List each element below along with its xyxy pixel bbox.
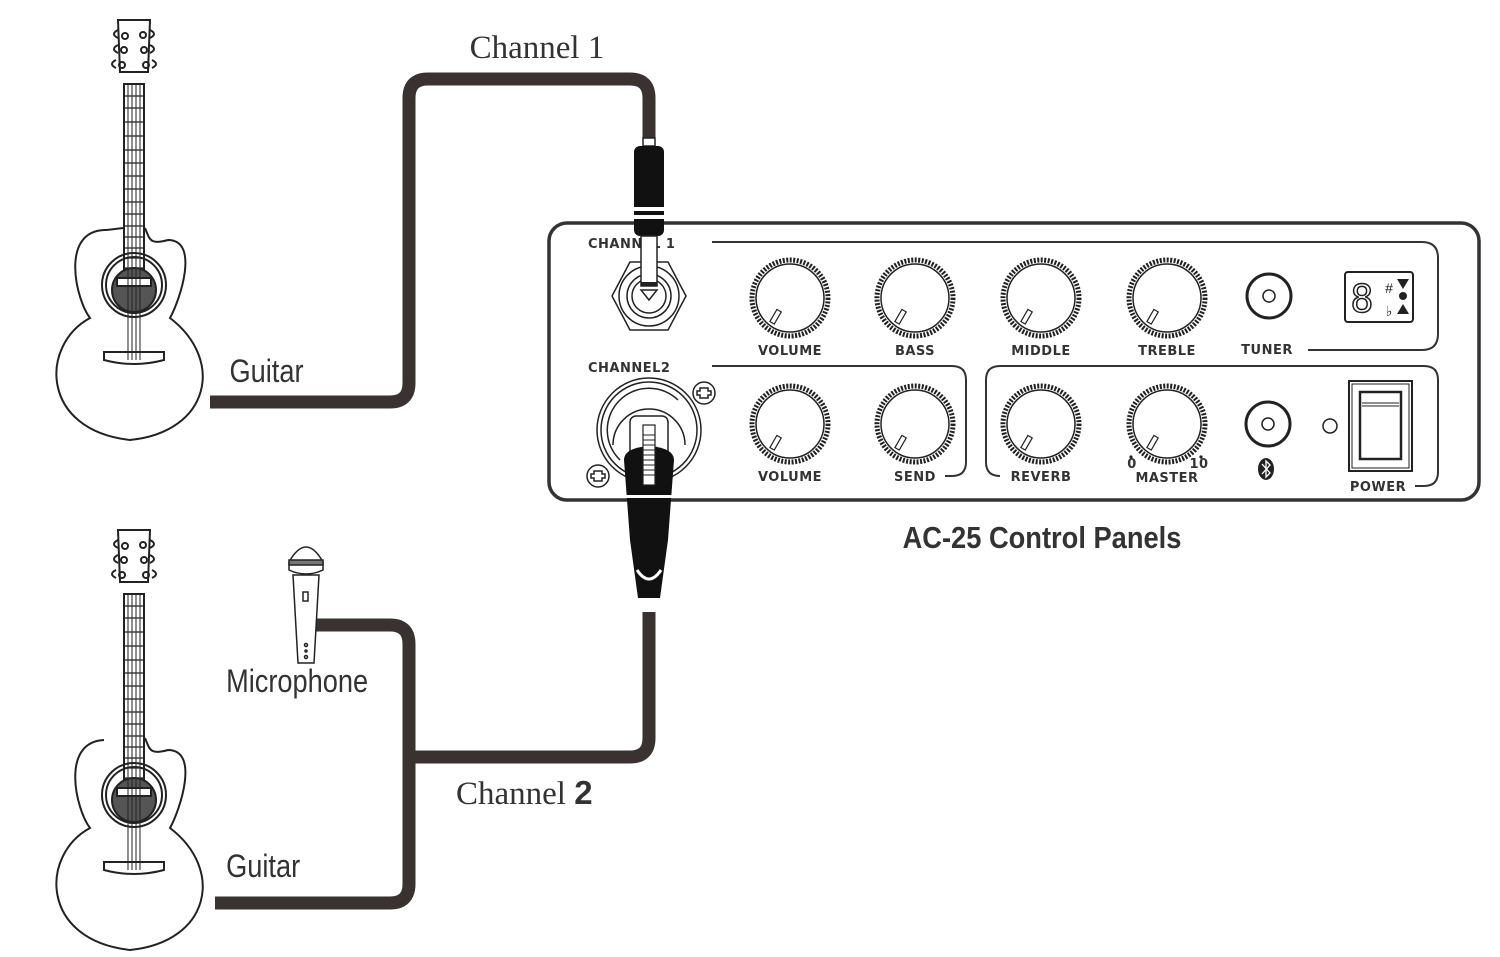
channel2-cable-label: Channel 2 xyxy=(456,774,593,812)
tuner-button[interactable] xyxy=(1245,272,1293,320)
knob-pointer xyxy=(1146,308,1160,325)
xlr-plug xyxy=(620,424,678,598)
middle-label: MIDDLE xyxy=(1011,344,1071,359)
bass-label: BASS xyxy=(895,344,935,359)
master-scale-min: 0 xyxy=(1127,457,1137,472)
send-label: SEND xyxy=(894,470,936,485)
in-tune-indicator-icon xyxy=(1399,292,1407,300)
microphone-label: Microphone xyxy=(226,664,368,700)
tuner-display: 8 # ♭ xyxy=(1344,271,1414,323)
master-knob[interactable]: MASTER xyxy=(1126,383,1208,486)
cable-channel2 xyxy=(215,612,656,910)
ch2-volume-knob[interactable]: VOLUME xyxy=(749,383,831,485)
ch1-volume-label: VOLUME xyxy=(758,344,822,359)
send-knob[interactable]: SEND xyxy=(874,383,956,485)
knob-pointer xyxy=(1020,308,1034,325)
sharp-indicator-icon xyxy=(1397,279,1409,289)
knob-pointer xyxy=(894,434,908,451)
reverb-label: REVERB xyxy=(1011,470,1072,485)
knob-pointer xyxy=(1146,434,1160,451)
sharp-symbol: # xyxy=(1385,280,1393,296)
tuner-digit: 8 xyxy=(1351,277,1374,321)
knob-pointer xyxy=(894,308,908,325)
knob-pointer xyxy=(769,434,783,451)
treble-knob[interactable]: TREBLE xyxy=(1126,257,1208,359)
power-label: POWER xyxy=(1350,480,1406,495)
power-switch[interactable] xyxy=(1348,380,1413,472)
bass-knob[interactable]: BASS xyxy=(874,257,956,359)
guitar-bottom-illustration xyxy=(55,529,204,952)
channel2-label: CHANNEL2 xyxy=(588,361,670,376)
treble-label: TREBLE xyxy=(1138,344,1196,359)
flat-symbol: ♭ xyxy=(1386,303,1393,319)
bluetooth-button[interactable] xyxy=(1244,400,1292,448)
power-led xyxy=(1322,418,1338,434)
master-label: MASTER xyxy=(1135,471,1198,486)
quarter-inch-plug xyxy=(634,137,664,302)
reverb-knob[interactable]: REVERB xyxy=(1000,383,1082,485)
flat-indicator-icon xyxy=(1397,304,1409,314)
guitar-bottom-label: Guitar xyxy=(226,849,300,885)
guitar-top-label: Guitar xyxy=(230,354,304,390)
channel1-cable-label: Channel 1 xyxy=(470,30,605,66)
ch2-volume-label: VOLUME xyxy=(758,470,822,485)
ch1-volume-knob[interactable]: VOLUME xyxy=(749,257,831,359)
knobs-group: VOLUME BASS MIDDLE TREBLE VOLUME SEND REVERB MA… xyxy=(749,257,1208,486)
cable-channel1 xyxy=(210,72,656,409)
panel-title: AC-25 Control Panels xyxy=(903,521,1182,555)
microphone-illustration xyxy=(288,546,324,664)
middle-knob[interactable]: MIDDLE xyxy=(1000,257,1082,359)
master-scale-max: 10 xyxy=(1189,457,1208,472)
guitar-top-illustration xyxy=(55,19,204,442)
channel1-label: CHANNEL 1 xyxy=(588,237,675,252)
tuner-label: TUNER xyxy=(1241,343,1293,358)
knob-pointer xyxy=(769,308,783,325)
knob-pointer xyxy=(1020,434,1034,451)
bluetooth-icon xyxy=(1258,458,1274,480)
